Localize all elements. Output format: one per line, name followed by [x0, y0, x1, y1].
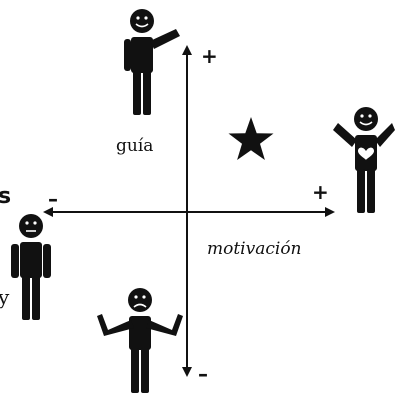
horizontal-negative-sign: –: [48, 187, 58, 211]
waving-figure-icon: [124, 9, 180, 115]
vertical-positive-sign: +: [201, 44, 218, 68]
left-cut-label-top: s: [0, 184, 11, 209]
sad-shrugging-figure-icon: [97, 288, 183, 393]
neutral-figure-icon: [11, 214, 51, 320]
horizontal-positive-sign: +: [312, 180, 329, 204]
guide-label: guía: [116, 136, 153, 156]
motivation-label: motivación: [207, 239, 302, 259]
left-cut-label-bottom: y: [0, 285, 10, 309]
vertical-negative-sign: –: [198, 362, 208, 386]
star-icon: [228, 117, 274, 160]
cheering-heart-figure-icon: [333, 107, 395, 213]
